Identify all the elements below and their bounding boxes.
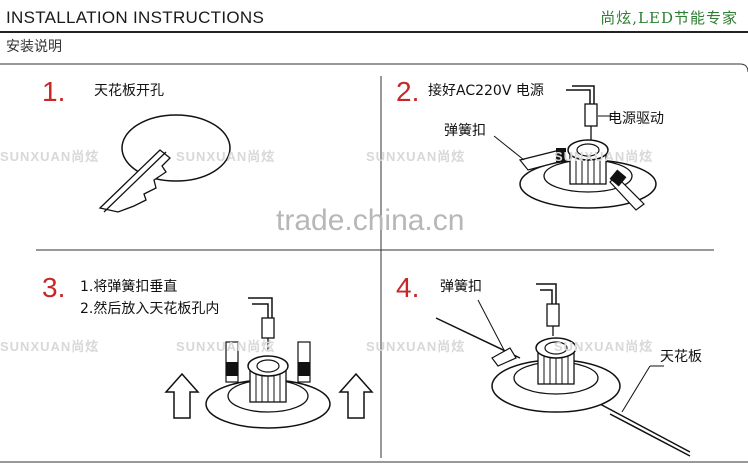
step2-illustration	[493, 85, 657, 211]
saw-icon	[98, 149, 171, 213]
watermark: SUNXUAN尚炫	[0, 149, 100, 164]
watermark: SUNXUAN尚炫	[554, 339, 654, 354]
step-number: 1.	[42, 76, 66, 107]
ceiling-label: 天花板	[660, 349, 702, 365]
watermark: SUNXUAN尚炫	[554, 149, 654, 164]
arrow-up-icon	[338, 372, 374, 419]
page-subtitle: 安装说明	[6, 39, 62, 55]
driver-label: 电源驱动	[608, 111, 664, 127]
brand-slogan: 尚炫,LED节能专家	[600, 9, 738, 27]
step4-illustration	[435, 283, 691, 457]
panel-top-border	[0, 63, 748, 73]
trade-watermark: trade.china.cn	[276, 204, 465, 237]
step-text: 接好AC220V 电源	[428, 83, 544, 99]
step1-illustration	[98, 114, 231, 213]
step-number: 4.	[396, 272, 420, 303]
spring-clip-label: 弹簧扣	[444, 123, 486, 139]
arrow-up-icon	[164, 372, 200, 419]
header-divider	[0, 31, 748, 33]
step-text: 天花板开孔	[94, 83, 164, 99]
page-title: INSTALLATION INSTRUCTIONS	[6, 8, 265, 27]
watermark: SUNXUAN尚炫	[176, 339, 276, 354]
driver-box	[584, 103, 598, 127]
watermark: SUNXUAN尚炫	[176, 149, 276, 164]
step-number: 2.	[396, 76, 420, 107]
step-number: 3.	[42, 272, 66, 303]
watermark: SUNXUAN尚炫	[366, 339, 466, 354]
watermark: SUNXUAN尚炫	[366, 149, 466, 164]
ceiling-hole-ellipse	[121, 114, 231, 182]
spring-clip-label: 弹簧扣	[440, 279, 482, 295]
step3-illustration	[164, 297, 374, 429]
step-text-line2: 2.然后放入天花板孔内	[80, 301, 220, 317]
step-text-line1: 1.将弹簧扣垂直	[80, 279, 178, 295]
watermark: SUNXUAN尚炫	[0, 339, 100, 354]
